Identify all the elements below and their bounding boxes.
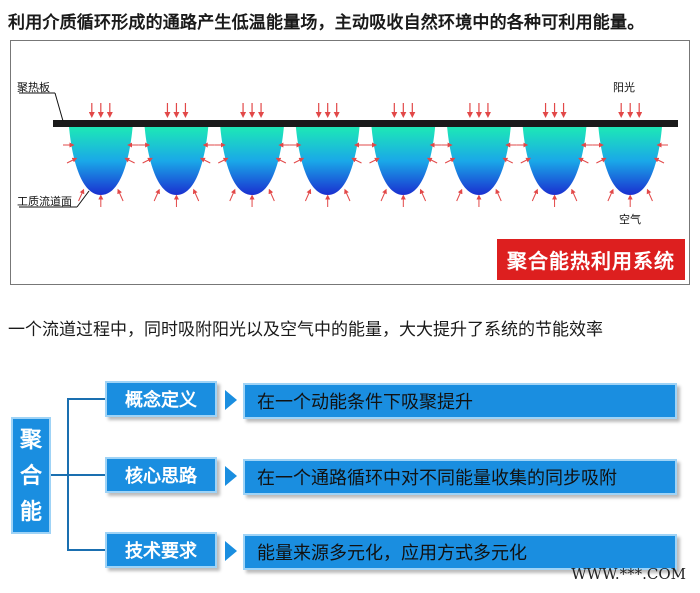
air-arrow <box>596 157 607 164</box>
plate-label: 聚热板 <box>17 81 50 94</box>
air-arrow <box>653 157 665 164</box>
surface-label: 工质流道面 <box>17 195 72 208</box>
arrow-right-icon <box>225 466 237 486</box>
concept-box-tech-requirement: 技术要求 <box>105 532 217 568</box>
concept-box-core-idea: 核心思路 <box>105 457 217 493</box>
air-arrow <box>142 157 153 164</box>
air-arrow <box>380 188 387 202</box>
fluid-channel <box>69 127 133 195</box>
air-arrow <box>456 188 463 202</box>
page-heading: 利用介质循环形成的通路产生低温能量场，主动吸收自然环境中的各种可利用能量。 <box>8 13 645 33</box>
sunlight-arrow-group <box>88 103 643 118</box>
fluid-channel <box>371 127 436 195</box>
arrow-right-icon <box>225 541 237 561</box>
fluid-channel <box>598 127 662 195</box>
fluid-channel <box>522 127 587 195</box>
sunlight-label: 阳光 <box>613 81 635 94</box>
air-arrow <box>531 188 539 202</box>
heat-collector-diagram: 聚热板 阳光 工质流道面 空气 聚合能热利用系统 <box>10 40 690 285</box>
air-arrow <box>578 157 589 164</box>
air-arrow <box>351 157 362 164</box>
subheading: 一个流道过程中，同时吸附阳光以及空气中的能量，大大提升了系统的节能效率 <box>8 320 603 340</box>
fluid-channel <box>447 127 511 195</box>
air-arrow <box>520 157 531 164</box>
branch-connector-3 <box>67 549 105 551</box>
air-arrow <box>369 157 380 164</box>
plate-label-pointer <box>54 92 64 122</box>
fluid-channel <box>144 127 209 195</box>
root-connector <box>51 474 67 476</box>
air-arrow <box>502 157 513 164</box>
air-arrow <box>268 188 275 202</box>
air-arrow <box>607 188 614 202</box>
air-arrow <box>229 188 236 202</box>
description-box-core-idea: 在一个通路循环中对不同能量收集的同步吸附 <box>243 459 677 495</box>
branch-connector-1 <box>67 398 105 400</box>
air-arrow <box>426 157 438 164</box>
air-arrow <box>571 188 578 202</box>
watermark: WWW.***.COM <box>571 565 686 583</box>
arrow-right-icon <box>225 390 237 410</box>
fluid-channel <box>220 127 284 195</box>
surface-label-pointer <box>76 190 90 208</box>
air-label: 空气 <box>619 213 641 226</box>
air-arrow <box>419 188 427 202</box>
air-arrow <box>275 157 287 164</box>
air-arrow <box>66 157 78 164</box>
air-arrow <box>78 188 85 202</box>
air-arrow <box>344 188 351 202</box>
air-arrow <box>192 188 200 202</box>
description-box-definition: 在一个动能条件下吸聚提升 <box>243 383 677 419</box>
root-box: 聚合能 <box>11 417 51 534</box>
air-arrow <box>304 188 312 202</box>
air-arrow <box>495 188 502 202</box>
air-arrow <box>293 157 305 164</box>
fluid-channel <box>295 127 360 195</box>
heat-collection-plate <box>53 120 678 127</box>
channel-group <box>63 127 668 207</box>
concept-box-definition: 概念定义 <box>105 381 217 417</box>
air-arrow <box>646 188 653 202</box>
air-arrow <box>153 188 160 202</box>
air-arrow <box>444 157 456 164</box>
diagram-canvas <box>19 92 678 208</box>
root-label: 聚合能 <box>19 426 42 525</box>
description-box-tech-requirement: 能量来源多元化，应用方式多元化 <box>243 534 677 570</box>
air-arrow <box>117 188 124 202</box>
air-arrow <box>218 157 229 164</box>
system-title: 聚合能热利用系统 <box>497 239 685 280</box>
branch-connector-2 <box>67 474 105 476</box>
air-arrow <box>200 157 211 164</box>
air-arrow <box>124 157 135 164</box>
